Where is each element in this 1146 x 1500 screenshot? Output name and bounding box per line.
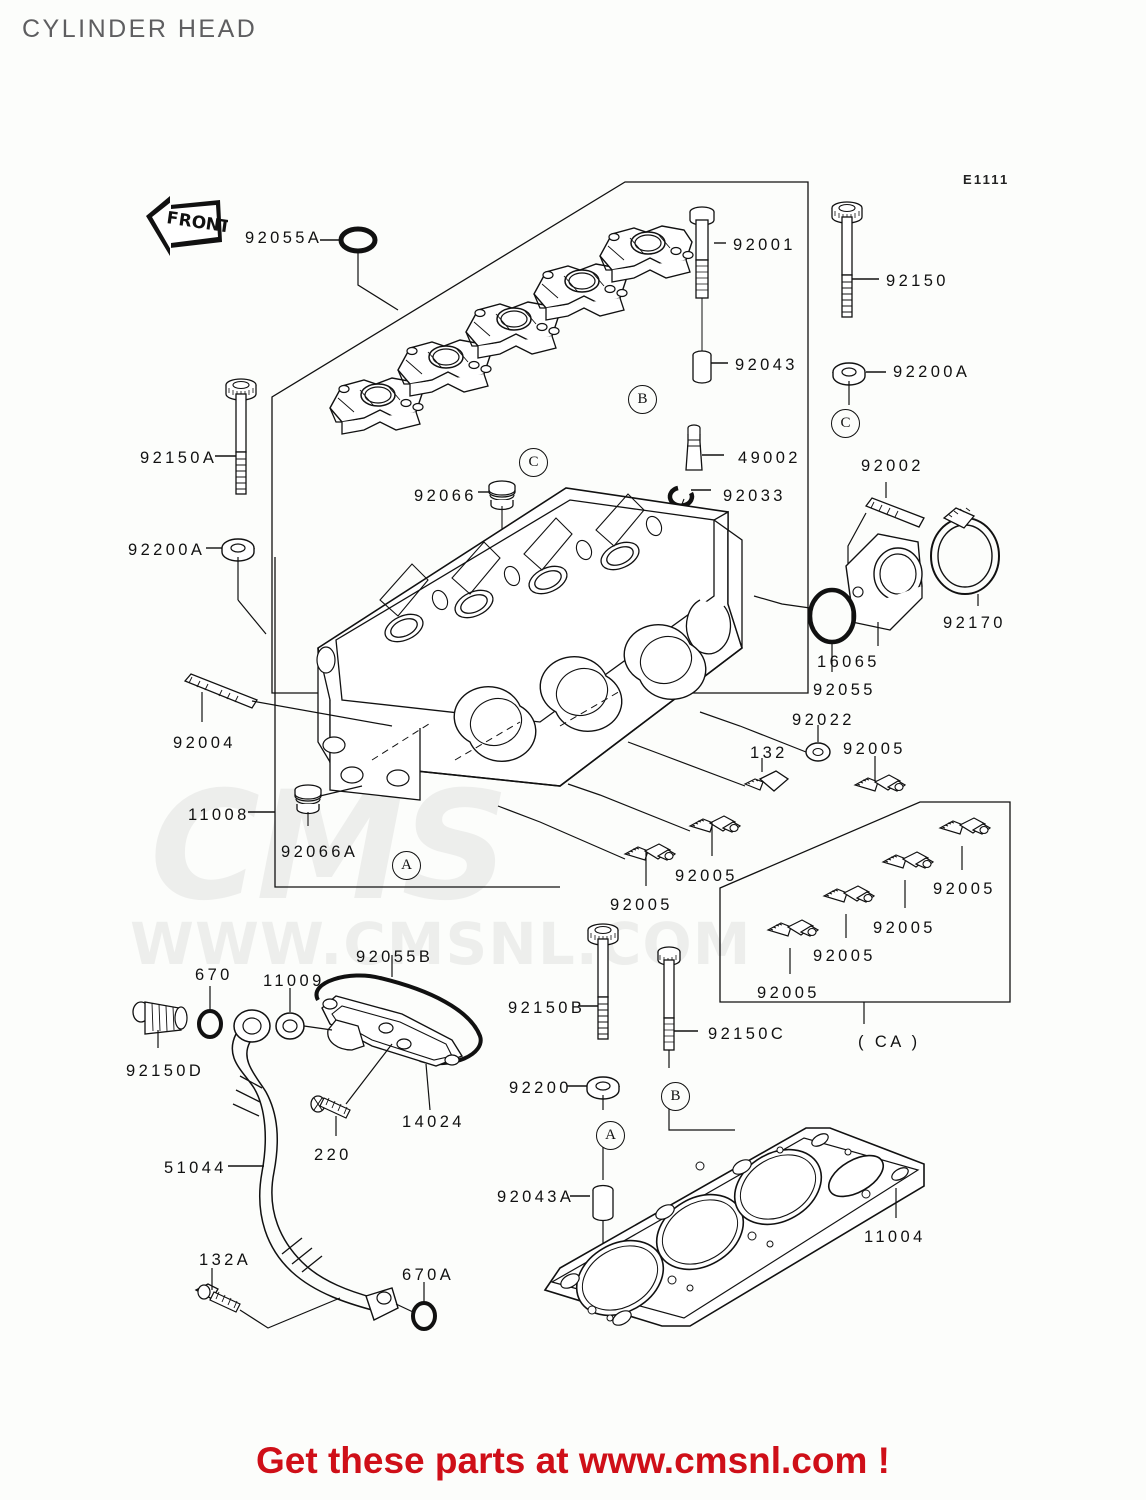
- part-51044-oil-pipe: [228, 1009, 399, 1321]
- part-92004-stud: [183, 673, 393, 727]
- part-132-bolt: [627, 741, 790, 792]
- part-92150B-bolt: [578, 923, 619, 1040]
- part-92200A-washer-right: [832, 362, 886, 405]
- part-label-92200[interactable]: 92200: [509, 1079, 572, 1097]
- page-title: CYLINDER HEAD: [22, 15, 258, 43]
- part-label-11009[interactable]: 11009: [263, 972, 325, 990]
- part-label-670a[interactable]: 670A: [402, 1266, 455, 1284]
- reference-marker-b-0: B: [628, 385, 657, 414]
- part-label-92001[interactable]: 92001: [733, 236, 796, 254]
- part-label-92150a[interactable]: 92150A: [140, 449, 218, 467]
- part-label-670[interactable]: 670: [195, 966, 233, 984]
- part-92066A-plug: [294, 784, 363, 826]
- part-670-oring: [197, 986, 223, 1039]
- part-label-92200a-r[interactable]: 92200A: [893, 363, 971, 381]
- part-label-92055[interactable]: 92055: [813, 681, 876, 699]
- part-670A-oring: [395, 1282, 437, 1331]
- part-220-screw: [310, 1043, 393, 1136]
- part-14024-cover: [321, 995, 464, 1111]
- part-label-92055a[interactable]: 92055A: [245, 229, 323, 247]
- part-92200A-washer-left: [206, 538, 267, 635]
- part-label-92033[interactable]: 92033: [723, 487, 786, 505]
- part-49002-valve-guide: [685, 424, 724, 471]
- svg-text:N: N: [204, 214, 221, 236]
- part-11009-washer: [275, 988, 333, 1040]
- part-92150-bolt: [831, 201, 879, 318]
- part-label-92005-d[interactable]: 92005: [933, 880, 996, 898]
- part-label-92005-c[interactable]: 92005: [610, 896, 673, 914]
- part-label-92002[interactable]: 92002: [861, 457, 924, 475]
- part-label-92043a[interactable]: 92043A: [497, 1188, 575, 1206]
- part-label-ca[interactable]: ( CA ): [858, 1033, 921, 1051]
- diagram-code: E1111: [963, 172, 1010, 187]
- part-92001-bolt: [689, 206, 726, 356]
- svg-text:T: T: [217, 216, 228, 237]
- cylinder-head-body: [316, 487, 743, 801]
- part-label-92150d[interactable]: 92150D: [126, 1062, 205, 1080]
- part-label-92150[interactable]: 92150: [886, 272, 949, 290]
- reference-marker-a-3: A: [392, 851, 421, 880]
- part-92055A-oring: [320, 229, 399, 311]
- part-label-14024[interactable]: 14024: [402, 1113, 465, 1131]
- part-92043-dowel: [692, 350, 728, 384]
- reference-marker-a-4: A: [596, 1121, 625, 1150]
- part-label-92066a[interactable]: 92066A: [281, 843, 359, 861]
- part-label-16065[interactable]: 16065: [817, 653, 880, 671]
- svg-text:R: R: [177, 210, 193, 232]
- part-label-92005-f[interactable]: 92005: [813, 947, 876, 965]
- part-label-92005-e[interactable]: 92005: [873, 919, 936, 937]
- part-label-220[interactable]: 220: [314, 1146, 352, 1164]
- part-label-92043[interactable]: 92043: [735, 356, 798, 374]
- part-label-92005-b[interactable]: 92005: [675, 867, 738, 885]
- part-label-92150b[interactable]: 92150B: [508, 999, 586, 1017]
- part-92005-group: [497, 756, 991, 974]
- part-label-92005-a[interactable]: 92005: [843, 740, 906, 758]
- part-label-92055b[interactable]: 92055B: [356, 948, 434, 966]
- part-92150C-bolt: [657, 946, 698, 1068]
- reference-marker-c-1: C: [519, 448, 548, 477]
- part-11004-head-gasket: [543, 1127, 925, 1327]
- footer-caption: Get these parts at www.cmsnl.com !: [256, 1440, 890, 1481]
- part-label-92066[interactable]: 92066: [414, 487, 477, 505]
- part-label-49002[interactable]: 49002: [738, 449, 801, 467]
- part-16065-holder: [845, 533, 923, 646]
- part-132A-bolt: [194, 1268, 341, 1329]
- part-92022-washer: [699, 711, 831, 762]
- svg-text:F: F: [165, 208, 179, 229]
- part-92002-stud: [847, 482, 925, 570]
- part-92170-clamp: [930, 507, 1000, 606]
- part-label-92150c[interactable]: 92150C: [708, 1025, 787, 1043]
- part-92150D-banjo-bolt: [132, 1001, 188, 1048]
- part-label-132a[interactable]: 132A: [199, 1251, 252, 1269]
- part-92055-oring: [753, 587, 857, 672]
- part-label-11004[interactable]: 11004: [864, 1228, 926, 1246]
- part-label-92022[interactable]: 92022: [792, 711, 855, 729]
- part-label-92004[interactable]: 92004: [173, 734, 236, 752]
- front-direction-arrow: F R O N T: [146, 196, 228, 256]
- reference-marker-c-2: C: [831, 409, 860, 438]
- part-label-92170[interactable]: 92170: [943, 614, 1006, 632]
- part-label-51044[interactable]: 51044: [164, 1159, 227, 1177]
- svg-text:O: O: [190, 212, 207, 234]
- part-label-11008[interactable]: 11008: [188, 806, 250, 824]
- part-92055B-seal: [314, 955, 483, 1066]
- part-label-92200a-l[interactable]: 92200A: [128, 541, 206, 559]
- part-label-132[interactable]: 132: [750, 744, 788, 762]
- part-92150A-bolt: [215, 378, 257, 495]
- reference-marker-b-5: B: [661, 1082, 690, 1111]
- part-label-92005-g[interactable]: 92005: [757, 984, 820, 1002]
